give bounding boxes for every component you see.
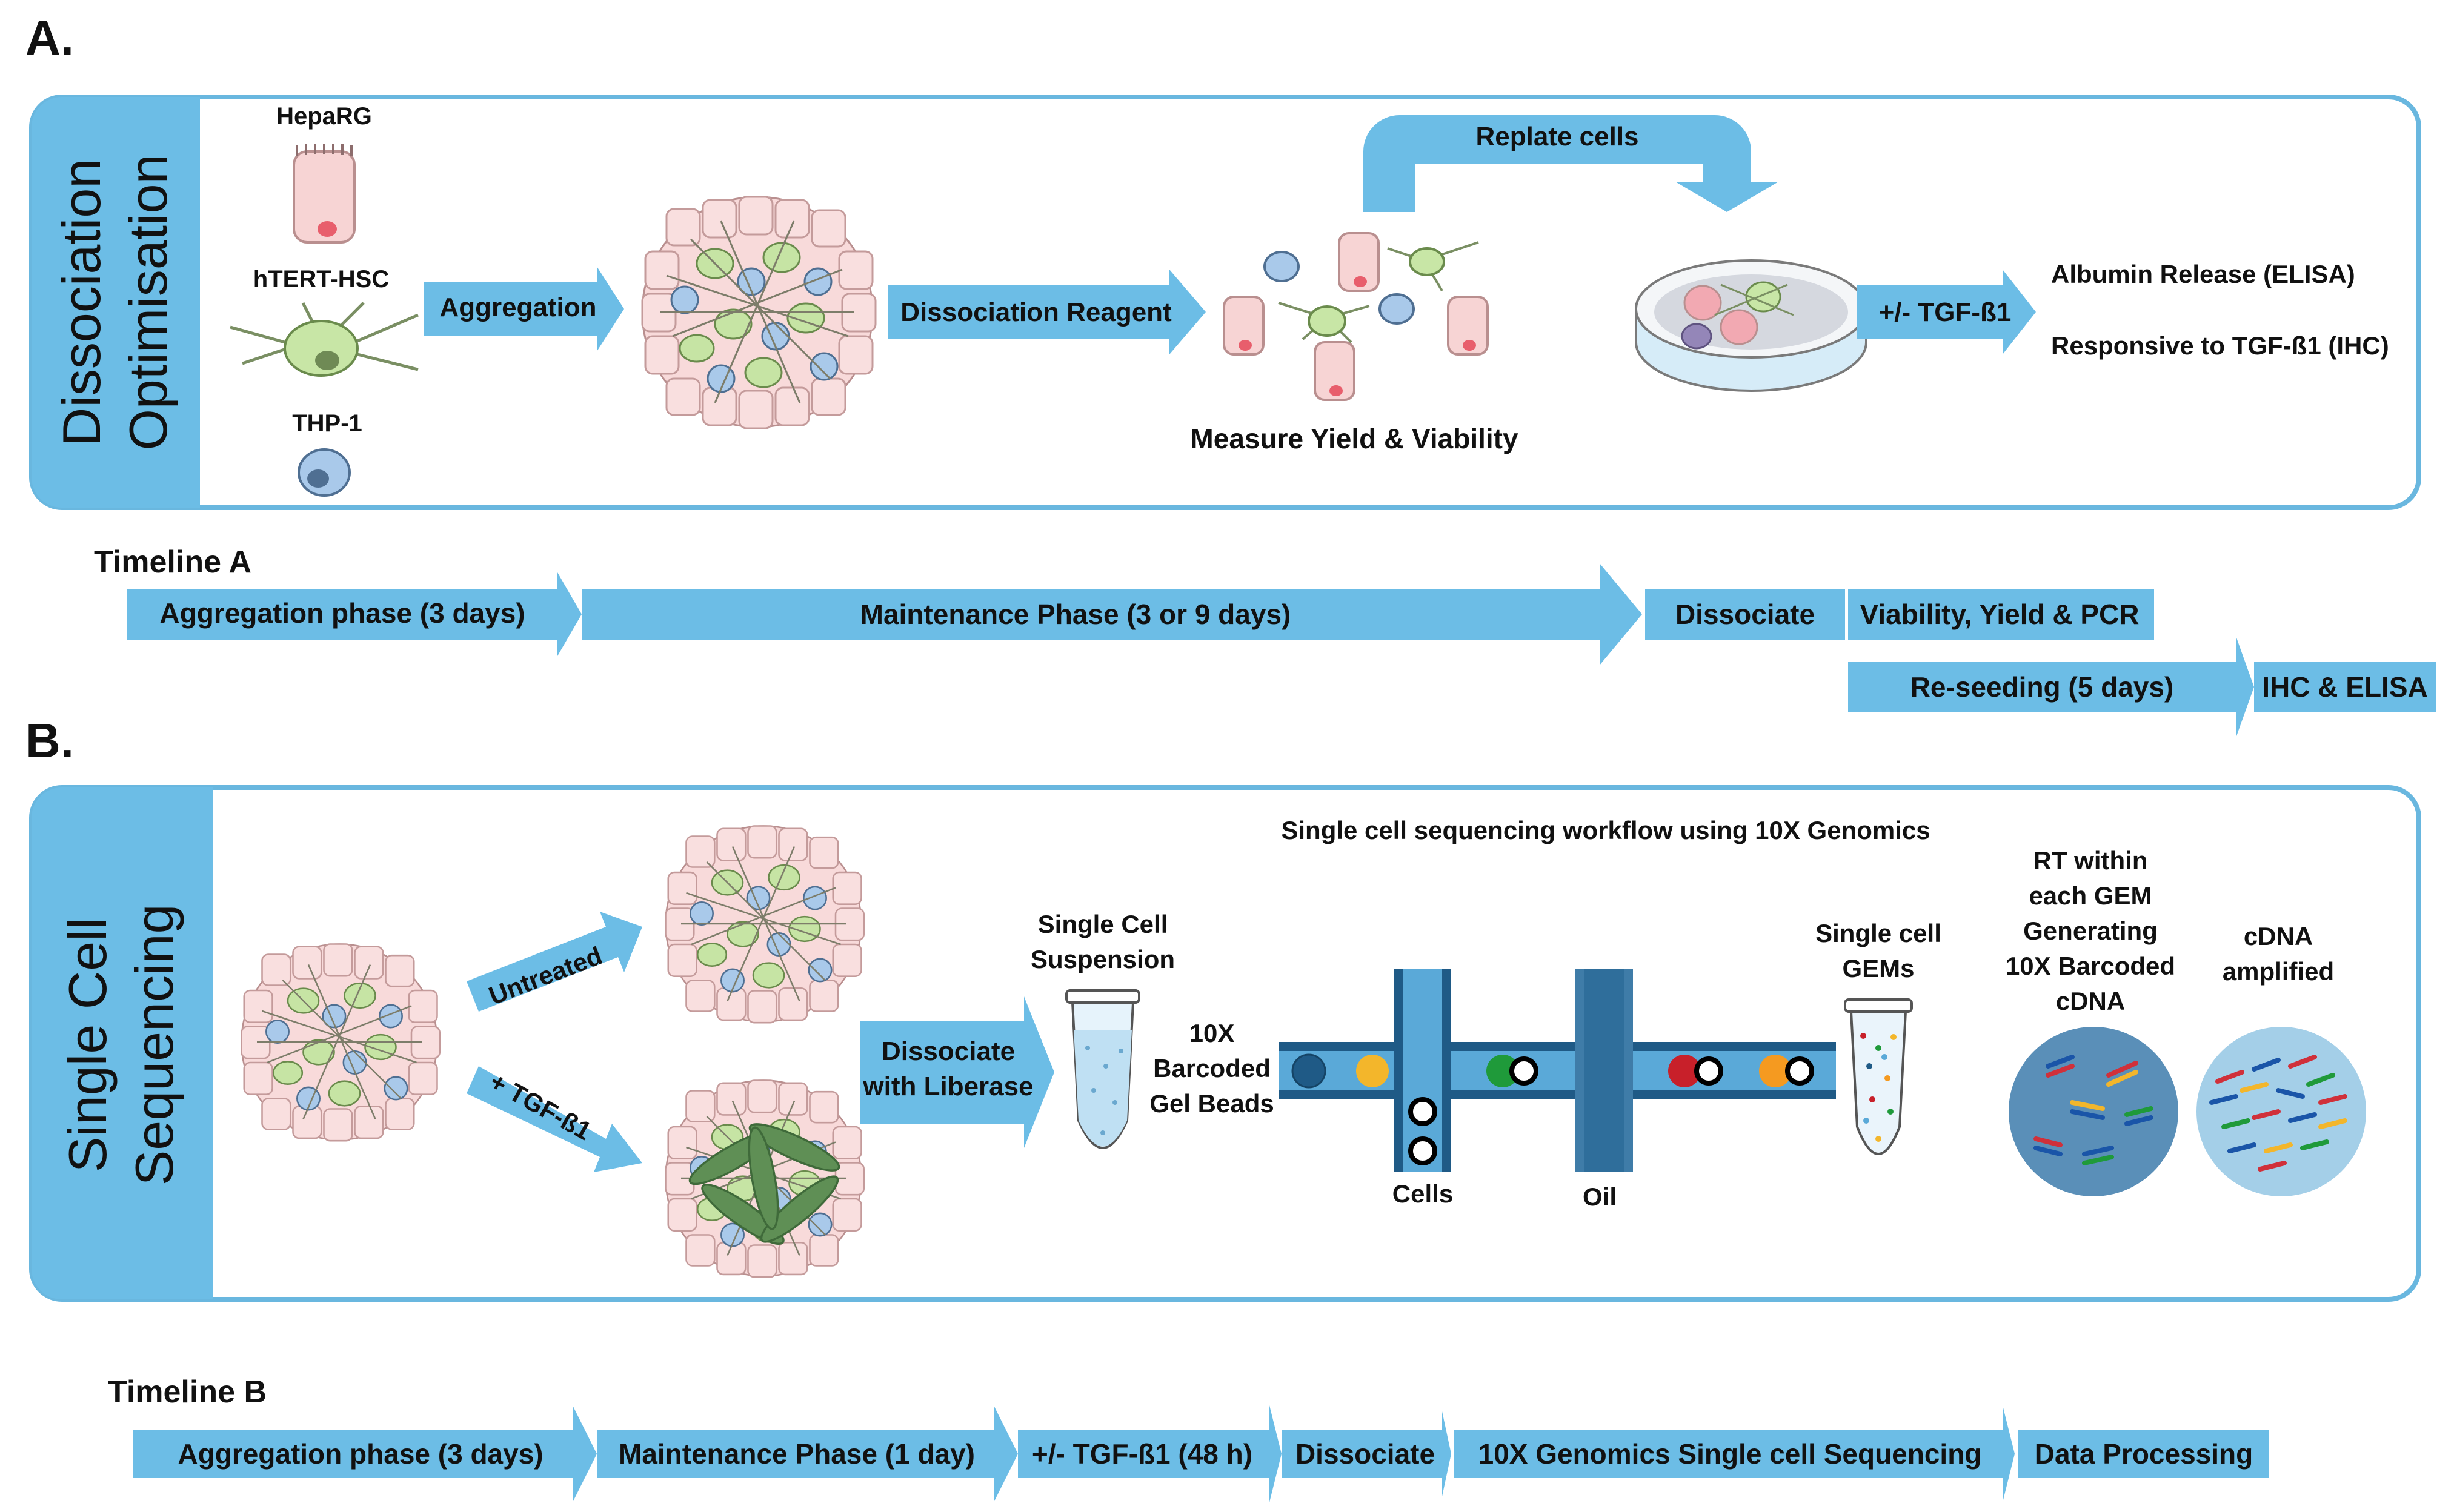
untreated-arrow [467,912,642,1012]
panel-a-letter: A. [25,11,74,65]
timeline-a-step-6: IHC & ELISA [2262,671,2427,703]
replate-arrow [1363,115,1778,212]
spheroid-tgf-icon [665,1079,865,1278]
rt-label-2: each GEM [2029,881,2152,910]
gems-label-2: GEMs [1842,954,1914,983]
cells-label: Cells [1392,1179,1453,1208]
timeline-b-step-2: Maintenance Phase (1 day) [619,1438,975,1470]
liberase-arrow [860,996,1054,1148]
rt-label-3: Generating [2023,917,2158,945]
oil-label: Oil [1583,1182,1617,1211]
gems-label-1: Single cell [1815,919,1941,947]
suspension-tube-icon [1065,989,1140,1149]
spheroid-start-icon [241,943,441,1142]
gems-tube-icon [1844,998,1913,1155]
beads-label-2: Barcoded [1153,1054,1271,1083]
timeline-a-title: Timeline A [94,545,251,580]
replate-label: Replate cells [1475,122,1638,151]
heparg-cell-icon [293,144,356,244]
dissociated-cells-icon [1223,232,1489,401]
timeline-a-step-2: Maintenance Phase (3 or 9 days) [860,598,1291,630]
rt-label-5: cDNA [2056,987,2125,1015]
timeline-b-step-3: +/- TGF-ß1 (48 h) [1032,1438,1252,1470]
thp1-cell-icon [298,448,351,497]
beads-label-1: 10X [1189,1019,1235,1047]
htert-hsc-cell-icon [230,302,419,377]
timeline-b-title: Timeline B [108,1374,267,1410]
timeline-a-step-4: Viability, Yield & PCR [1860,598,2140,630]
aggregation-arrow [424,267,624,351]
measure-yield-label: Measure Yield & Viability [1190,423,1518,454]
rt-label-4: 10X Barcoded [2006,952,2175,980]
outcome-tgf-response: Responsive to TGF-ß1 (IHC) [2051,331,2389,360]
cdna-amplified-icon [2196,1027,2366,1196]
spheroid-icon [641,196,877,429]
beads-label-3: Gel Beads [1149,1089,1274,1118]
suspension-label-1: Single Cell [1038,910,1168,938]
panel-a-side-label-2: Optimisation [118,154,178,450]
suspension-label-2: Suspension [1031,945,1175,973]
petri-dish-icon [1635,259,1867,392]
timeline-b-step-1: Aggregation phase (3 days) [178,1438,543,1470]
liberase-label-1: Dissociate [882,1036,1015,1066]
workflow-title: Single cell sequencing workflow using 10… [1281,816,1930,844]
timeline-a-arrows [127,563,2436,738]
outcome-albumin: Albumin Release (ELISA) [2051,260,2355,288]
timeline-a-step-5: Re-seeding (5 days) [1910,671,2174,703]
tgf-arrow [1857,270,2036,354]
timeline-b-arrows [133,1405,2269,1502]
tgf-b-arrow [467,1066,642,1172]
panel-a-side-label-1: Dissociation [52,159,111,446]
spheroid-untreated-icon [665,825,865,1024]
cdna-label-2: amplified [2223,957,2334,986]
thp1-label: THP-1 [292,410,362,437]
rt-gem-icon [2009,1027,2178,1196]
aggregation-label: Aggregation [439,293,596,322]
panel-b-frame [29,785,2421,1302]
dissociation-reagent-arrow [888,270,1206,354]
liberase-label-2: with Liberase [862,1072,1033,1101]
panel-b-side-label-2: Sequencing [124,904,184,1186]
timeline-b-step-5: 10X Genomics Single cell Sequencing [1478,1438,1982,1470]
panel-b-letter: B. [25,714,74,768]
dissociation-reagent-label: Dissociation Reagent [900,297,1172,327]
tgf-label: +/- TGF-ß1 [1879,297,2012,327]
panel-b-side-label-1: Single Cell [58,918,118,1173]
rt-label-1: RT within [2033,846,2148,875]
timeline-b-step-6: Data Processing [2035,1438,2253,1470]
timeline-a-step-1: Aggregation phase (3 days) [159,597,525,629]
heparg-label: HepaRG [276,103,372,130]
timeline-a-step-3: Dissociate [1675,598,1815,630]
microfluidic-chip-icon [1279,969,1836,1172]
timeline-b-step-4: Dissociate [1295,1438,1435,1470]
cdna-label-1: cDNA [2244,922,2313,950]
htert-hsc-label: hTERT-HSC [253,266,389,293]
